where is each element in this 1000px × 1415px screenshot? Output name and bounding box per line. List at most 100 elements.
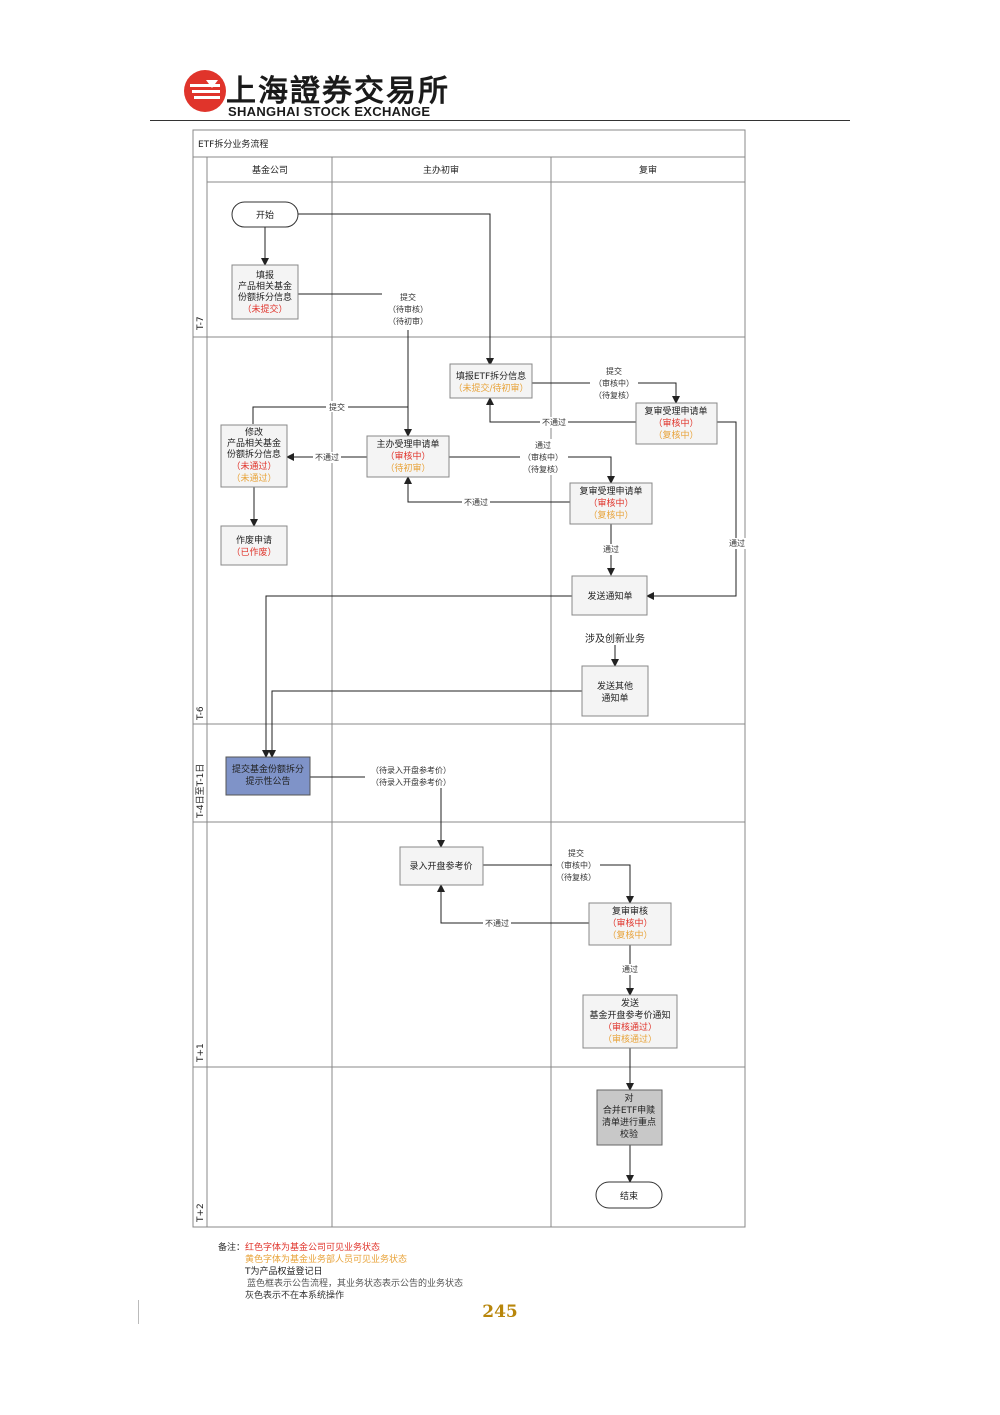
edge-label-not-pass-modify: 不通过 — [313, 452, 341, 463]
logo-chinese-name: 上海證券交易所 — [226, 74, 450, 109]
logo-emblem — [184, 70, 226, 112]
node-modify: 修改 产品相关基金 份额拆分信息 （未通过） （未通过） — [220, 424, 288, 488]
edge-label-not-pass-price: 不通过 — [483, 918, 511, 929]
node-send-price-line1: 发送 — [621, 997, 639, 1009]
edge-label-pass-side: 通过 — [726, 538, 748, 549]
node-verify-line1: 对 — [624, 1092, 633, 1104]
edge-label-not-pass-price-text: 不通过 — [485, 918, 509, 928]
header-divider — [150, 120, 850, 121]
node-modify-status-orange: （未通过） — [231, 472, 276, 484]
notes-blue-line: 蓝色框表示公告流程，其业务状态表示公告的业务状态 — [247, 1279, 464, 1289]
edge-label-submit1-red: （待审核） — [388, 304, 428, 314]
node-verify-line2: 合并ETF申赎 — [603, 1104, 655, 1116]
notes-grey-line: 灰色表示不在本系统操作 — [245, 1291, 345, 1301]
row-label-t2: T+2 — [196, 1203, 206, 1223]
node-enter-price-line1: 录入开盘参考价 — [409, 860, 472, 872]
node-start-label: 开始 — [256, 209, 274, 221]
node-review-accept-b: 复审受理申请单 （审核中） （复核中） — [569, 482, 653, 525]
edge-label-not-pass-etf-text: 不通过 — [542, 417, 566, 427]
node-review-accept-b-status-red: （审核中） — [588, 497, 633, 509]
node-review-check: 复审审核 （审核中） （复核中） — [588, 902, 672, 946]
node-review-check-line1: 复审审核 — [612, 905, 648, 917]
node-etf-fill: 填报ETF拆分信息 （未提交/待初审） — [449, 363, 533, 399]
node-send-price-status-orange: （审核通过） — [603, 1033, 657, 1045]
node-send-price: 发送 基金开盘参考价通知 （审核通过） （审核通过） — [582, 994, 678, 1049]
edge-label-submit2-text: 提交 — [606, 366, 622, 376]
node-review-accept-a: 复审受理申请单 （审核中） （复核中） — [635, 402, 718, 445]
node-main-accept-status-red: （审核中） — [385, 450, 430, 462]
node-announce-line2: 提示性公告 — [245, 775, 290, 787]
edge-label-pass1-orange: （待复核） — [523, 464, 563, 474]
edge-label-pass1-text: 通过 — [535, 440, 551, 450]
node-review-accept-a-status-orange: （复核中） — [653, 429, 698, 441]
edge-label-submit-price: 提交 （审核中） （待复核） — [552, 847, 600, 883]
edge-label-submit-short-text: 提交 — [329, 402, 345, 412]
node-verify-line4: 校验 — [620, 1128, 638, 1140]
edge-label-pass-price-text: 通过 — [622, 964, 638, 974]
node-void: 作废申请 （已作废） — [220, 525, 288, 566]
node-send-price-status-red: （审核通过） — [603, 1021, 657, 1033]
row-label-t1: T+1 — [196, 1043, 206, 1063]
column-header-initial-review: 主办初审 — [423, 164, 459, 176]
edge-label-pending-price-orange: （待录入开盘参考价） — [371, 777, 451, 787]
row-label-t7: T-7 — [196, 316, 206, 331]
notes-prefix: 备注： — [218, 1243, 246, 1253]
page-number: 245 — [482, 1302, 518, 1322]
node-verify-line3: 清单进行重点 — [602, 1116, 656, 1128]
node-etf-fill-status-orange: （未提交/待初审） — [453, 382, 528, 394]
node-modify-line3: 份额拆分信息 — [227, 448, 281, 460]
row-label-t4-t1: T-4日至T-1日 — [195, 764, 206, 819]
column-header-fund-company: 基金公司 — [252, 164, 288, 176]
node-main-accept: 主办受理申请单 （审核中） （待初审） — [366, 435, 450, 478]
edge-label-innovation-text: 涉及创新业务 — [585, 632, 645, 645]
edge-label-submit-price-text: 提交 — [568, 848, 584, 858]
node-review-accept-b-line1: 复审受理申请单 — [579, 485, 642, 497]
node-announce: 提交基金份额拆分 提示性公告 — [225, 756, 311, 796]
edge-label-pass1-red: （审核中） — [523, 452, 563, 462]
edge-label-pass-b-text: 通过 — [603, 544, 619, 554]
swimlane-frame — [192, 129, 746, 1228]
column-header-re-review: 复审 — [639, 164, 657, 176]
edge-label-submit2-red: （审核中） — [594, 378, 634, 388]
edge-label-pass-side-text: 通过 — [729, 538, 745, 548]
edge-label-pass-b: 通过 — [600, 544, 622, 555]
node-modify-line2: 产品相关基金 — [227, 437, 281, 449]
node-start: 开始 — [231, 201, 299, 228]
node-modify-status-red: （未通过） — [231, 460, 276, 472]
node-void-line1: 作废申请 — [236, 534, 272, 546]
edge-label-pass1: 通过 （审核中） （待复核） — [520, 439, 568, 475]
edge-label-not-pass-main-text: 不通过 — [464, 497, 488, 507]
node-fill-info: 填报 产品相关基金 份额拆分信息 （未提交） — [231, 264, 299, 320]
edge-label-submit-short: 提交 — [326, 401, 348, 412]
edge-label-pass-price: 通过 — [619, 964, 641, 975]
node-enter-price: 录入开盘参考价 — [399, 846, 484, 886]
edge-label-pending-price: （待录入开盘参考价） （待录入开盘参考价） — [365, 764, 457, 788]
node-review-check-status-red: （审核中） — [607, 917, 652, 929]
node-review-accept-a-status-red: （审核中） — [653, 417, 698, 429]
node-review-accept-b-status-orange: （复核中） — [588, 509, 633, 521]
notes: 备注：红色字体为基金公司可见业务状态 黄色字体为基金业务部人员可见业务状态 T为… — [218, 1242, 463, 1302]
edge-label-submit1: 提交 （待审核） （待初审） — [382, 290, 432, 328]
node-announce-line1: 提交基金份额拆分 — [232, 763, 304, 775]
edge-label-submit1-text: 提交 — [400, 292, 416, 302]
edge-label-not-pass-etf: 不通过 — [540, 417, 568, 428]
edge-label-innovation: 涉及创新业务 — [578, 631, 652, 645]
node-other-notice-line1: 发送其他 — [597, 680, 633, 692]
row-label-t6: T-6 — [196, 706, 206, 721]
edge-label-pending-price-red: （待录入开盘参考价） — [371, 765, 451, 775]
node-main-accept-status-orange: （待初审） — [385, 462, 430, 474]
node-send-notice-line1: 发送通知单 — [587, 590, 632, 602]
notes-orange-line: 黄色字体为基金业务部人员可见业务状态 — [245, 1255, 408, 1265]
node-fill-info-line3: 份额拆分信息 — [238, 291, 292, 303]
node-other-notice-line2: 通知单 — [601, 692, 628, 704]
node-fill-info-status-red: （未提交） — [242, 303, 287, 315]
edge-label-submit1-orange: （待初审） — [388, 316, 428, 326]
node-modify-line1: 修改 — [245, 426, 263, 438]
node-fill-info-line2: 产品相关基金 — [238, 280, 292, 292]
margin-mark — [138, 1300, 139, 1324]
node-fill-info-line1: 填报 — [256, 269, 274, 281]
node-end-label: 结束 — [620, 1190, 638, 1202]
logo-english-name: SHANGHAI STOCK EXCHANGE — [228, 104, 431, 119]
node-void-status-red: （已作废） — [231, 546, 276, 558]
